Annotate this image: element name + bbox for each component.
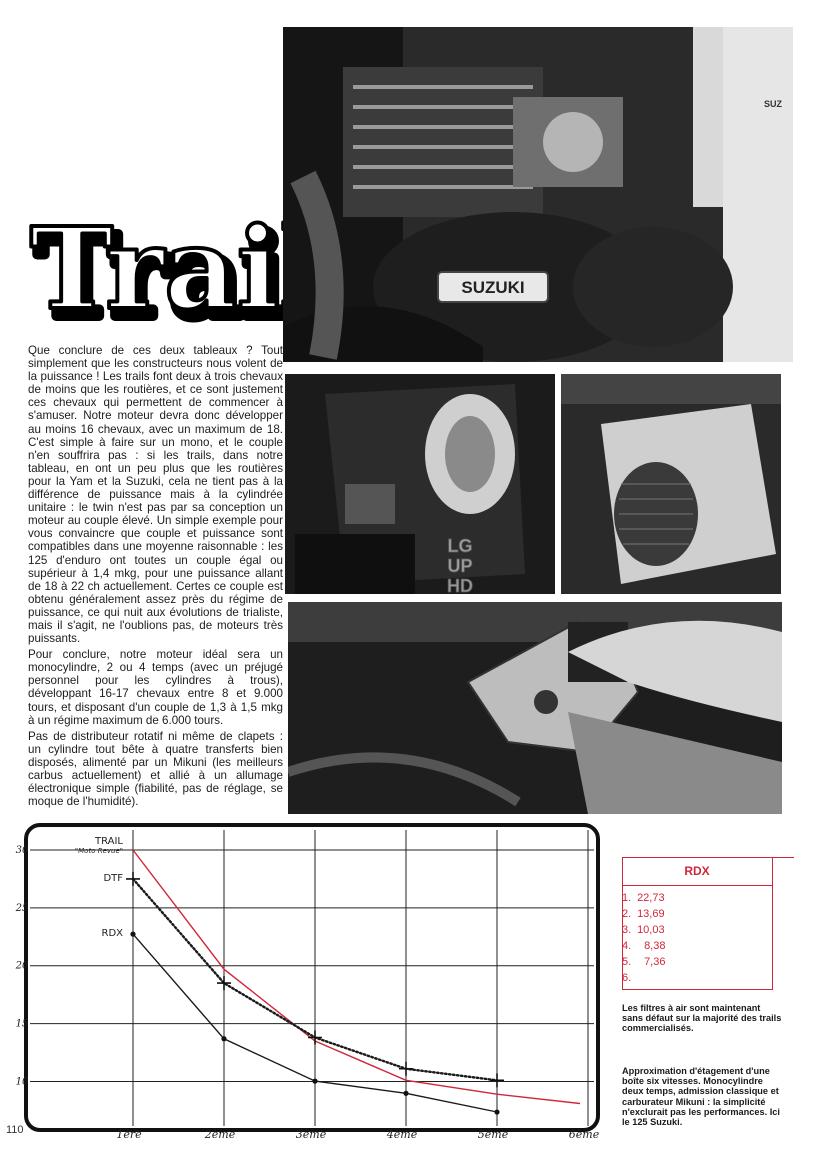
airbox-hand-photo: [288, 602, 782, 814]
rdx-row-2: 2. 13,69: [622, 908, 665, 920]
y-tick-label: 30: [16, 845, 29, 856]
article-paragraph-3: Pas de distributeur rotatif ni même de c…: [28, 729, 283, 809]
x-tick-label: 1ère: [116, 1128, 142, 1141]
article-paragraph-2: Pour conclure, notre moteur idéal sera u…: [28, 648, 283, 727]
series-point-rdx: [403, 1090, 409, 1096]
series-point-dtf: [399, 1061, 413, 1076]
series-point-rdx: [130, 931, 136, 937]
y-tick-label: 25: [15, 903, 29, 914]
watermark-line-2: UP: [447, 556, 472, 576]
page-title-outline: Trail: [30, 204, 290, 335]
page-number: 110: [6, 1124, 24, 1136]
page-title-shadow: Trail: [36, 212, 290, 340]
series-point-rdx: [312, 1078, 318, 1084]
rdx-row-1: 1. 22,73: [622, 892, 665, 904]
series-label-2: RDX: [102, 928, 124, 939]
x-tick-label: 6ème: [569, 1128, 600, 1141]
watermark: LG UP HD: [425, 530, 495, 600]
series-label-1: DTF: [103, 873, 123, 884]
suzuki-logo: SUZUKI: [461, 278, 524, 297]
rdx-row-3: 3. 10,03: [622, 924, 665, 936]
x-tick-label: 4ème: [386, 1128, 418, 1141]
watermark-line-3: HD: [447, 576, 473, 596]
series-point-dtf: [308, 1030, 322, 1045]
rdx-row-5: 5. 7,36: [622, 956, 666, 968]
article-paragraph-1: Que conclure de ces deux tableaux ? Tout…: [28, 344, 283, 646]
suzuki-corner-label: SUZ: [764, 99, 783, 109]
x-tick-label: 2ème: [204, 1128, 236, 1141]
air-filter-photo-right: [561, 374, 781, 594]
rdx-row-4: 4. 8,38: [622, 940, 666, 952]
series-point-dtf: [126, 871, 140, 886]
caption-air-filters: Les filtres à air sont maintenant sans d…: [622, 1003, 782, 1034]
series-point-dtf: [490, 1073, 504, 1088]
rdx-table: RDX 1. 22,73 2. 13,69 3. 10,03 4. 8,38 5…: [622, 857, 794, 990]
series-label-0-sub: "Moto Revue": [75, 847, 123, 855]
watermark-line-1: LG: [448, 536, 473, 556]
x-tick-label: 3ème: [296, 1128, 327, 1141]
rdx-table-rules: [622, 857, 794, 990]
air-filter-photo-left: [285, 374, 555, 594]
series-line-0: [132, 849, 581, 1105]
y-tick-label: 15: [16, 1019, 29, 1030]
engine-photo: SUZUKI SUZ: [283, 27, 793, 362]
y-tick-label: 20: [15, 961, 29, 972]
chart-frame: [24, 823, 600, 1132]
x-tick-label: 5ème: [478, 1128, 509, 1141]
rdx-row-6: 6.: [622, 972, 632, 984]
caption-gearbox: Approximation d'étagement d'une boîte si…: [622, 1066, 780, 1128]
series-point-rdx: [494, 1109, 500, 1115]
gear-ratio-chart: 10 15 20 25 30 1ère 2ème 3ème 4ème 5ème 6ème TRAIL"…: [8, 820, 608, 1150]
page-title: Trail Trail: [20, 200, 290, 340]
series-label-0: TRAIL: [94, 836, 123, 847]
article-body: Que conclure de ces deux tableaux ? Tout…: [28, 344, 283, 811]
y-tick-label: 10: [16, 1076, 29, 1087]
series-point-rdx: [221, 1036, 227, 1042]
rdx-table-title: RDX: [684, 864, 710, 878]
series-point-dtf: [217, 976, 231, 991]
